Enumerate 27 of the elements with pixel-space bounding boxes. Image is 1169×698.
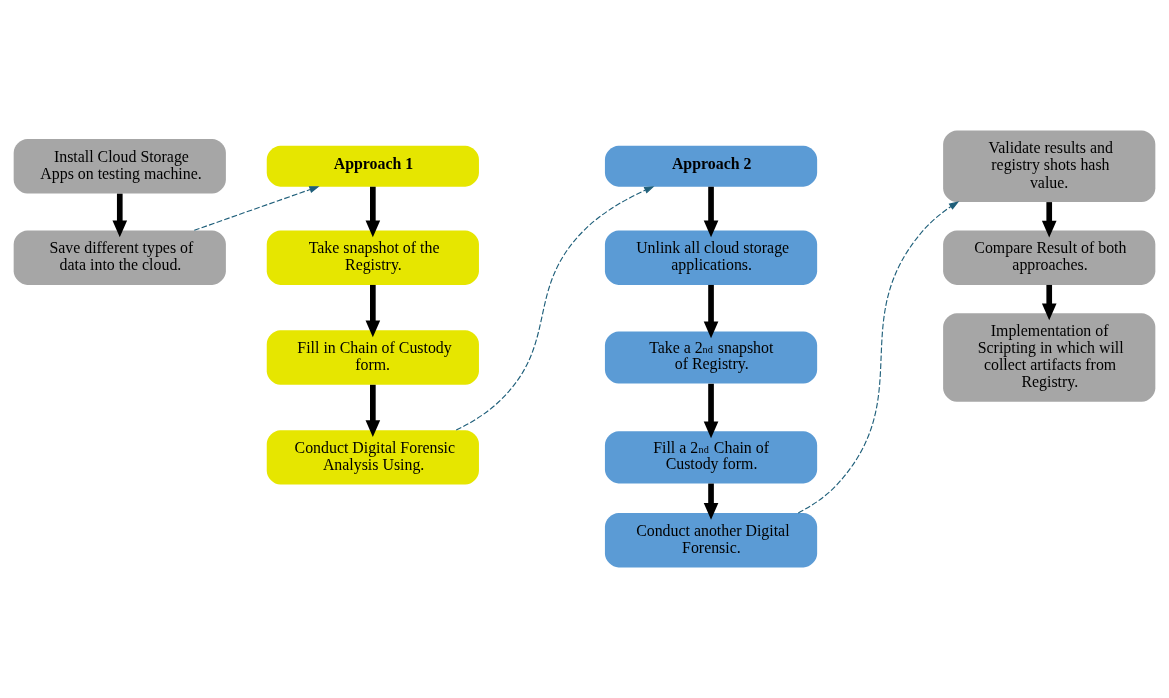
node-box: Conduct another Digital Forensic. — [604, 513, 818, 568]
arrow — [797, 201, 960, 514]
arrow — [703, 383, 719, 439]
node-box: Implementation of Scripting in which will collect artifacts from Registry. — [943, 313, 1156, 402]
arrow — [365, 186, 381, 238]
node-box: Unlink all cloud storage applications. — [604, 230, 818, 285]
node-box: Conduct Digital Forensic Analysis Using. — [266, 430, 479, 485]
arrow — [193, 186, 320, 231]
arrow — [703, 186, 719, 238]
node-box: Validate results and registry shots hash value. — [943, 130, 1156, 203]
arrow — [365, 384, 381, 438]
arrow — [703, 483, 719, 520]
arrow — [112, 193, 128, 238]
node-box: Take a 2nd snapshot of Registry. — [604, 331, 818, 384]
node-box: Fill in Chain of Custody form. — [266, 330, 479, 385]
arrow — [703, 284, 719, 339]
arrow — [1041, 284, 1057, 321]
node-box: Save different types of data into the cloud. — [13, 230, 226, 285]
node-box: Compare Result of both approaches. — [943, 230, 1156, 285]
node-box: Take snapshot of the Registry. — [266, 230, 479, 285]
arrow — [1041, 202, 1057, 238]
node-box: Approach 1 — [266, 145, 479, 187]
node-box: Approach 2 — [604, 145, 818, 187]
node-box: Install Cloud Storage Apps on testing machine. — [13, 139, 226, 194]
node-box: Fill a 2nd Chain of Custody form. — [604, 431, 818, 484]
arrow — [455, 186, 655, 431]
arrow — [365, 284, 381, 338]
